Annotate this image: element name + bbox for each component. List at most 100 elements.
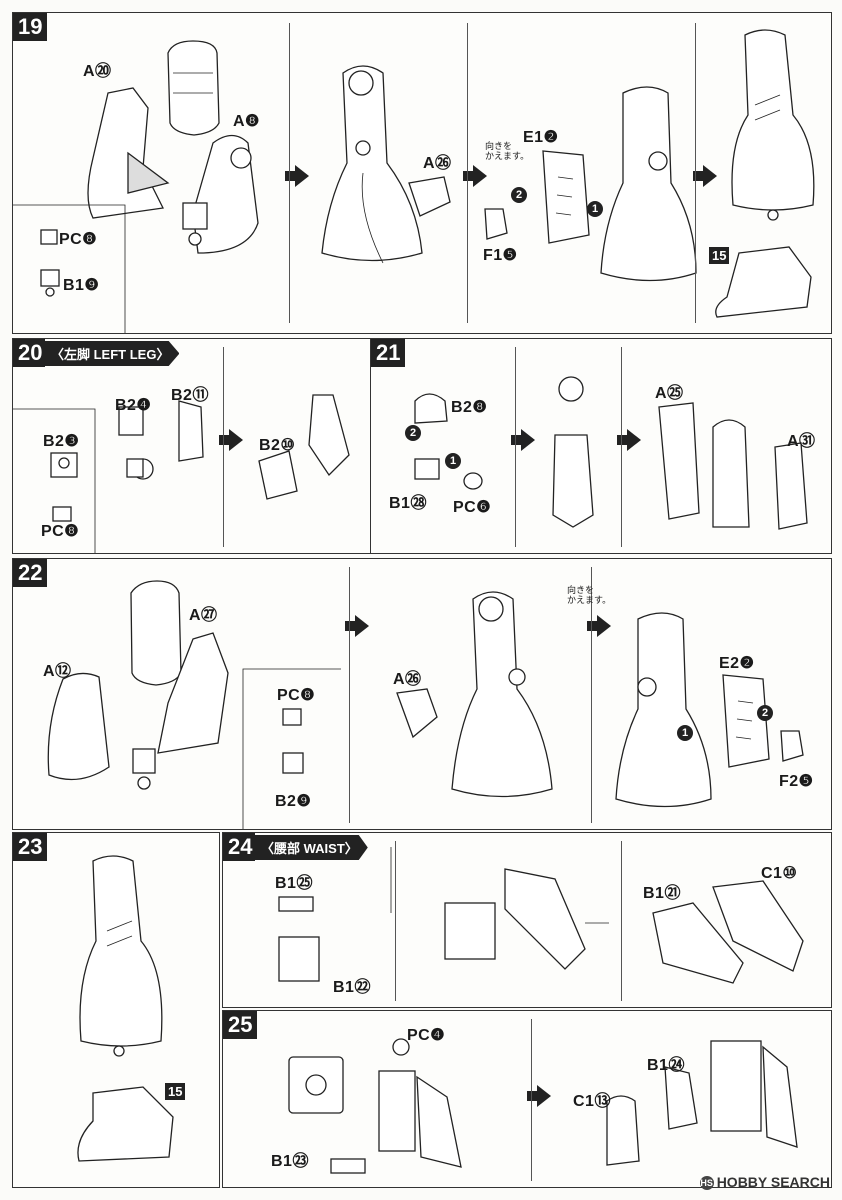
label-pc4: PC❹ <box>407 1027 446 1044</box>
small-part-f2 <box>780 730 804 762</box>
label-a26: A㉖ <box>393 671 422 688</box>
step-number: 23 <box>13 833 48 861</box>
inset-box-line <box>13 204 126 333</box>
label-e12: E1❷ <box>523 129 559 146</box>
waist-joint-assembly <box>288 1038 462 1174</box>
label-b122: B1㉒ <box>333 979 371 996</box>
label-a26: A㉖ <box>423 155 452 172</box>
waist-joint-parts <box>278 896 320 982</box>
armor-plate-e2 <box>722 674 770 768</box>
step-number: 21 <box>371 339 406 367</box>
divider <box>289 23 290 323</box>
lower-leg-right-completed <box>79 855 163 1057</box>
label-pc8: PC❽ <box>41 523 80 540</box>
divider <box>467 23 468 323</box>
label-a20: A⑳ <box>83 63 112 80</box>
lower-leg-front-parts <box>87 40 259 254</box>
label-b210: B2⑩ <box>259 437 296 454</box>
label-a27: A㉗ <box>189 607 218 624</box>
step-20-panel: 20 〈左脚 LEFT LEG〉 B2❹ B2⑪ B2❸ PC❽ B2⑩ <box>12 338 372 554</box>
label-pc8: PC❽ <box>277 687 316 704</box>
label-b123: B1㉓ <box>271 1153 309 1170</box>
waist-armor-parts <box>652 880 804 984</box>
step-arrow <box>511 429 535 451</box>
label-e22: E2❷ <box>719 655 755 672</box>
label-c110: C1⑩ <box>761 865 798 882</box>
step-19-panel: 19 A⑳ A❽ PC❽ B1❾ A㉖ 向きを かえます。 <box>12 12 832 334</box>
hip-joint-parts <box>414 393 483 490</box>
watermark-text: HOBBY SEARCH <box>716 1174 830 1190</box>
lower-leg-assembled <box>321 65 423 264</box>
label-a31: A㉛ <box>787 433 816 450</box>
divider <box>695 23 696 323</box>
connector-line <box>585 922 609 924</box>
thigh-inner-parts <box>118 400 204 480</box>
section-title-left-leg: 〈左脚 LEFT LEG〉 <box>45 341 180 366</box>
hobby-search-logo-icon: HS <box>699 1176 714 1190</box>
divider <box>591 567 592 823</box>
order-badge-2: 2 <box>511 187 527 203</box>
order-badge-2: 2 <box>405 425 421 441</box>
connector-line <box>390 847 392 913</box>
label-a8: A❽ <box>233 113 260 130</box>
joint-b23-part <box>50 452 78 522</box>
step-arrow <box>693 165 717 187</box>
inset-box-line <box>13 408 96 553</box>
section-title-waist: 〈腰部 WAIST〉 <box>255 835 368 860</box>
knee-cover-part <box>396 688 438 739</box>
reference-part-15: 15 <box>709 247 730 264</box>
order-badge-1: 1 <box>677 725 693 741</box>
thigh-frame-with-hip <box>552 376 594 528</box>
label-b24: B2❹ <box>115 397 152 414</box>
inset-box-line <box>242 668 341 829</box>
label-b211: B2⑪ <box>171 387 209 404</box>
label-b121: B1㉑ <box>643 885 681 902</box>
order-badge-2: 2 <box>757 705 773 721</box>
foot-part <box>715 246 812 318</box>
orientation-note: 向きを かえます。 <box>567 585 612 605</box>
knee-cover-part <box>408 176 451 217</box>
lower-leg-right-rotated <box>615 612 712 808</box>
divider <box>515 347 516 547</box>
label-b29: B2❾ <box>275 793 312 810</box>
label-b124: B1㉔ <box>647 1057 685 1074</box>
lower-leg-right-parts <box>47 580 229 790</box>
step-arrow <box>285 165 309 187</box>
label-f25: F2❺ <box>779 773 814 790</box>
orientation-note: 向きを かえます。 <box>485 141 530 161</box>
label-b23: B2❸ <box>43 433 80 450</box>
step-arrow <box>345 615 369 637</box>
step-number: 25 <box>223 1011 258 1039</box>
step-25-panel: 25 PC❹ B1㉓ B1㉔ C1⑬ <box>222 1010 832 1188</box>
step-number: 24 <box>223 833 256 861</box>
small-part-f1 <box>484 208 508 240</box>
label-f15: F1❺ <box>483 247 518 264</box>
lower-leg-completed <box>731 29 815 221</box>
joint-b29-part <box>282 708 304 774</box>
divider <box>621 347 622 547</box>
step-24-panel: 24 〈腰部 WAIST〉 B1㉕ B1㉒ B1㉑ C1⑩ <box>222 832 832 1008</box>
step-22-panel: 22 A㉗ A⑫ PC❽ B2❾ A㉖ 向きを かえます。 E2❷ F2❺ <box>12 558 832 830</box>
label-b128: B1㉘ <box>389 495 427 512</box>
step-arrow <box>527 1085 551 1107</box>
step-arrow <box>463 165 487 187</box>
step-21-panel: 21 B2❽ B1㉘ PC❻ 2 1 A㉕ A㉛ <box>370 338 832 554</box>
label-a12: A⑫ <box>43 663 72 680</box>
waist-front-assembly <box>606 1040 798 1166</box>
divider <box>223 347 224 547</box>
step-number: 19 <box>13 13 48 41</box>
order-badge-1: 1 <box>445 453 461 469</box>
armor-plate-e1 <box>542 150 590 244</box>
lower-leg-right-assembled <box>451 591 553 798</box>
thigh-armor-assembly <box>658 402 808 530</box>
step-arrow <box>219 429 243 451</box>
step-arrow <box>617 429 641 451</box>
step-arrow <box>587 615 611 637</box>
step-number: 20 <box>13 339 46 367</box>
divider <box>531 1019 532 1181</box>
order-badge-1: 1 <box>587 201 603 217</box>
label-b19: B1❾ <box>63 277 100 294</box>
thigh-assembled <box>258 394 350 500</box>
reference-part-15: 15 <box>165 1083 186 1100</box>
